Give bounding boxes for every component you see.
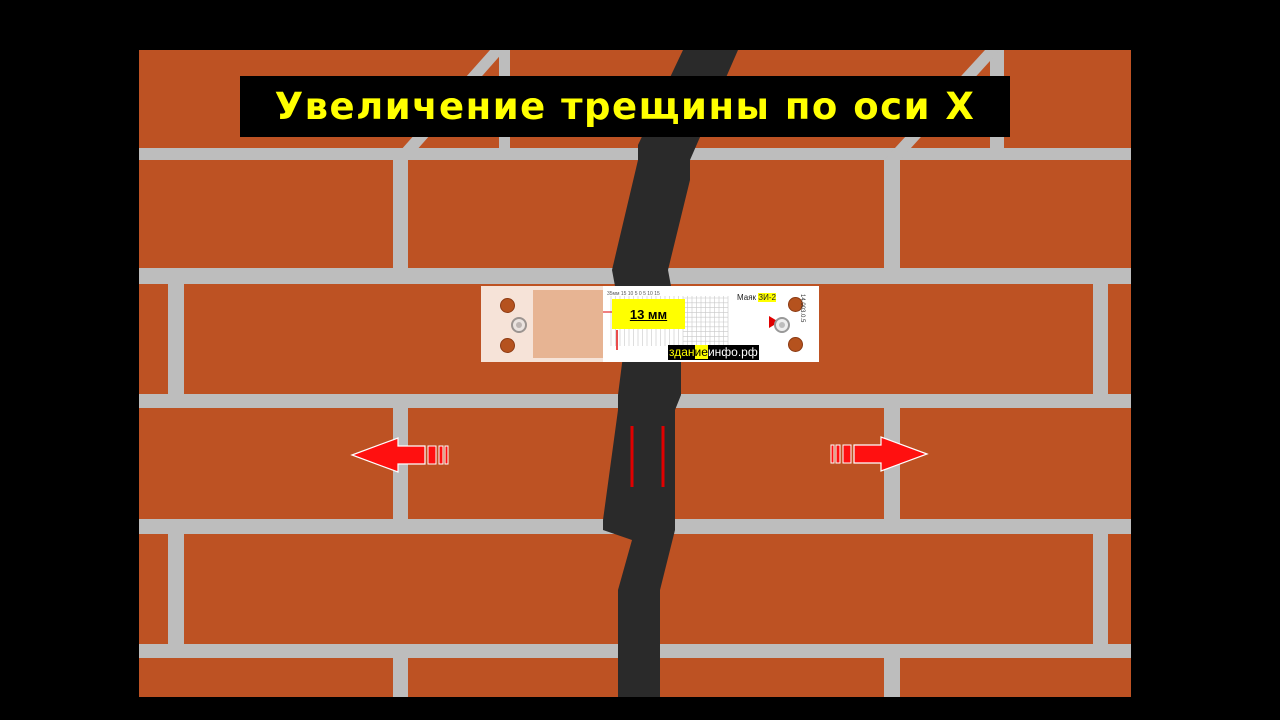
brick — [139, 534, 168, 644]
mount-hole-icon — [788, 297, 803, 312]
gauge-serial-code: 14.003.0.5 — [799, 294, 805, 323]
brick — [1108, 284, 1131, 394]
arrow-left-icon — [350, 437, 449, 473]
gauge-model-prefix: Маяк — [737, 293, 759, 302]
gauge-left-plate — [481, 286, 603, 362]
website-part-2: ие — [694, 345, 708, 359]
gauge-model-code: ЗИ-2 — [758, 293, 776, 302]
brick — [1108, 534, 1131, 644]
mount-hole-icon — [500, 338, 515, 353]
mount-hole-icon — [500, 298, 515, 313]
brick — [900, 658, 1131, 697]
page-title: Увеличение трещины по оси X — [274, 85, 976, 128]
brick — [900, 408, 1131, 519]
brick — [139, 160, 393, 268]
brick — [139, 408, 393, 519]
gauge-reading-value: 13 мм — [629, 306, 668, 322]
screw-icon — [774, 317, 790, 333]
gauge-reading: 13 мм — [612, 299, 685, 329]
website-part-3: инфо.рф — [707, 345, 758, 359]
brick — [139, 284, 168, 394]
gauge-scale-text: 35мм 15 10 5 0 5 10 15 — [607, 291, 660, 297]
brick — [900, 160, 1131, 268]
website-part-1: здан — [669, 345, 695, 359]
gauge-model-label: Маяк ЗИ-2 — [737, 293, 776, 302]
brick-wall — [139, 50, 1131, 697]
title-banner: Увеличение трещины по оси X — [240, 76, 1010, 137]
brick — [1004, 50, 1131, 148]
arrow-right-icon — [830, 436, 929, 472]
brick — [139, 658, 393, 697]
crack-gauge: 35мм 15 10 5 0 5 10 15 13 мм Маяк ЗИ-2 1… — [481, 286, 819, 362]
gauge-left-window — [533, 290, 603, 358]
website-label: зданиеинфо.рф — [668, 345, 759, 360]
screw-icon — [511, 317, 527, 333]
mount-hole-icon — [788, 337, 803, 352]
crack — [603, 50, 738, 697]
